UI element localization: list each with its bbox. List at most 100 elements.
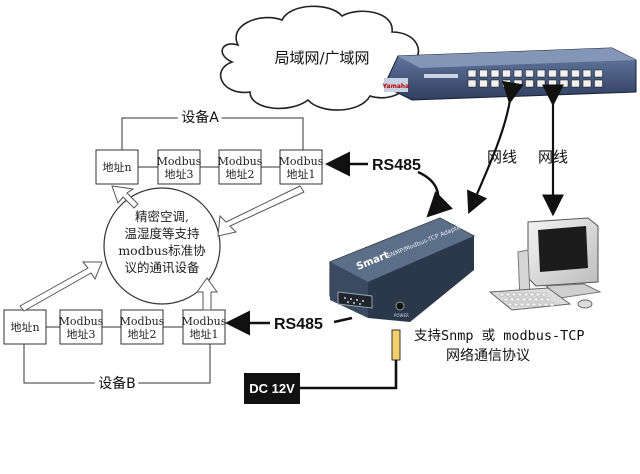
- power-cable: DC 12V: [244, 329, 401, 404]
- ethernet-port: [582, 69, 592, 78]
- key: [519, 302, 525, 307]
- ethernet-port: [594, 79, 603, 88]
- address-box-text: 地址n: [102, 160, 131, 174]
- ethernet-port: [559, 79, 569, 88]
- ethernet-port: [502, 69, 511, 78]
- address-box-text: 地址3: [165, 167, 194, 181]
- key: [535, 292, 541, 297]
- center-line-2: 温湿度等支持: [124, 226, 199, 241]
- address-box-text: Modbus: [279, 155, 324, 168]
- key: [507, 302, 513, 307]
- address-box: [120, 309, 164, 345]
- ethernet-port: [594, 69, 603, 78]
- ethernet-port: [548, 69, 557, 78]
- device-b-node: 地址n: [3, 309, 47, 345]
- key: [505, 292, 511, 297]
- ethernet-port: [559, 69, 569, 78]
- hollow-arrows: [19, 185, 305, 312]
- ethernet-port: [490, 79, 500, 88]
- address-box: [182, 309, 226, 345]
- ethernet-port: [536, 79, 546, 88]
- power-jack-icon: [395, 301, 405, 311]
- address-box: [157, 149, 201, 185]
- address-box-text: 地址n: [10, 320, 39, 334]
- computer-icon: [488, 217, 602, 311]
- ethernet-port: [479, 79, 488, 88]
- address-box-text: 地址1: [190, 327, 219, 341]
- power-label: DC 12V: [249, 381, 295, 396]
- hollow-arrow-an: [111, 185, 139, 209]
- key: [537, 302, 543, 307]
- hollow-arrow-a1: [217, 185, 305, 237]
- converter-port-label: POWER: [394, 313, 409, 318]
- ethernet-port: [513, 69, 523, 78]
- ethernet-port: [490, 69, 500, 78]
- address-box-text: Modbus: [182, 315, 227, 328]
- address-box-text: 地址2: [128, 327, 157, 341]
- address-box-text: Modbus: [59, 315, 104, 328]
- hollow-arrow-bn: [19, 261, 103, 312]
- support-text-line1: 支持Snmp 或 modbus-TCP: [414, 328, 585, 344]
- ethernet-port: [571, 69, 580, 78]
- ethernet-port: [467, 79, 477, 88]
- hollow-arrow-b1: [196, 277, 218, 311]
- key: [499, 292, 505, 297]
- key: [533, 297, 539, 302]
- device-a-node: 地址n: [95, 149, 139, 185]
- ethernet-port: [536, 69, 546, 78]
- address-box-text: 地址3: [67, 327, 96, 341]
- cloud-label: 局域网/广域网: [274, 49, 369, 67]
- switch-logo-plate: [384, 78, 408, 92]
- key: [513, 302, 519, 307]
- address-box-text: Modbus: [157, 155, 202, 168]
- ethernet-port: [513, 79, 523, 88]
- key: [543, 302, 549, 307]
- support-text-line2: 网络通信协议: [446, 348, 530, 364]
- center-device-circle: 精密空调, 温湿度等支持 modbus标准协 议的通讯设备: [103, 187, 221, 305]
- network-switch: Yamaha: [382, 47, 637, 101]
- key: [521, 297, 527, 302]
- switch-brand: Yamaha: [382, 83, 409, 90]
- key: [539, 297, 545, 302]
- power-label-box: [244, 373, 300, 404]
- network-cloud: 局域网/广域网: [219, 5, 420, 111]
- address-box-text: Modbus: [218, 155, 263, 168]
- network-cables: 网线 网线: [467, 80, 568, 217]
- center-line-1: 精密空调,: [135, 209, 189, 224]
- center-line-4: 议的通讯设备: [124, 260, 200, 275]
- key: [503, 297, 509, 302]
- serial-port-icon: [337, 291, 373, 309]
- ethernet-port: [571, 79, 580, 88]
- address-box: [59, 309, 103, 345]
- key: [517, 292, 523, 297]
- key: [509, 297, 515, 302]
- address-box-text: 地址1: [287, 167, 316, 181]
- key: [549, 302, 555, 307]
- keyboard-keys: [499, 292, 555, 307]
- device-b-title: 设备B: [98, 375, 136, 392]
- ethernet-port: [582, 79, 592, 88]
- ethernet-port: [467, 69, 477, 78]
- key: [515, 297, 521, 302]
- cable-label-right: 网线: [538, 148, 568, 166]
- key: [527, 297, 533, 302]
- dc-plug-icon: [391, 329, 401, 361]
- rs485-label-top: RS485: [372, 157, 421, 174]
- ethernet-port: [548, 79, 557, 88]
- switch-led-strip: [424, 74, 458, 78]
- address-box: [279, 149, 323, 185]
- key: [525, 302, 531, 307]
- key: [531, 302, 537, 307]
- address-box: [95, 149, 139, 185]
